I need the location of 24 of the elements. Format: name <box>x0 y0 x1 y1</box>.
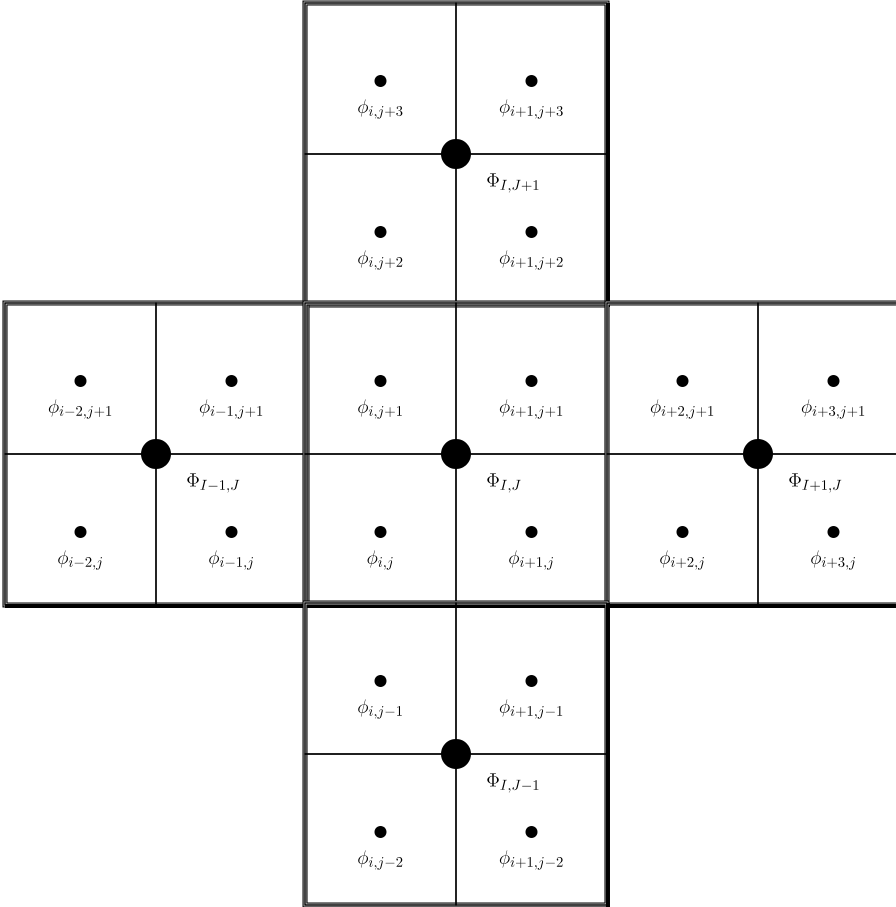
grid-cell: $\phi_{i-2,j}$ <box>4 453 157 606</box>
block-border <box>302 600 610 907</box>
grid-point-label: $\Phi_{I-1,J}$ <box>187 473 240 493</box>
grid-cell: $\phi_{i,j+1}$ <box>304 302 457 455</box>
block-border <box>302 0 610 308</box>
grid-cell: $\phi_{i-1,j+1}$ <box>155 302 308 455</box>
grid-point-label: $\Phi_{I+1,J}$ <box>789 473 842 493</box>
grid-point-label: $\Phi_{I,J+1}$ <box>487 173 538 193</box>
grid-cell: $\phi_{i,j-2}$ <box>304 753 457 906</box>
grid-cell: $\phi_{i+3,j+1}$ <box>757 302 896 455</box>
block-border <box>604 300 896 608</box>
grid-cell: $\phi_{i+2,j}$ <box>606 453 759 606</box>
grid-point-label: $\Phi_{I,J}$ <box>487 473 521 493</box>
grid-cell: $\phi_{i+2,j+1}$ <box>606 302 759 455</box>
block-border <box>2 300 310 608</box>
grid-cell: $\phi_{i,j+3}$ <box>304 2 457 155</box>
grid-cell: $\phi_{i,j+2}$ <box>304 153 457 306</box>
grid-cell: $\phi_{i,j}$ <box>304 453 457 606</box>
grid-cell: $\phi_{i+1,j+1}$ <box>455 302 608 455</box>
grid-cell: $\phi_{i+1,j-1}$ <box>455 602 608 755</box>
grid-point-label: $\Phi_{I,J-1}$ <box>487 773 538 793</box>
grid-cell: $\phi_{i,j-1}$ <box>304 602 457 755</box>
grid-cell: $\phi_{i-2,j+1}$ <box>4 302 157 455</box>
grid-cell: $\phi_{i+1,j+3}$ <box>455 2 608 155</box>
